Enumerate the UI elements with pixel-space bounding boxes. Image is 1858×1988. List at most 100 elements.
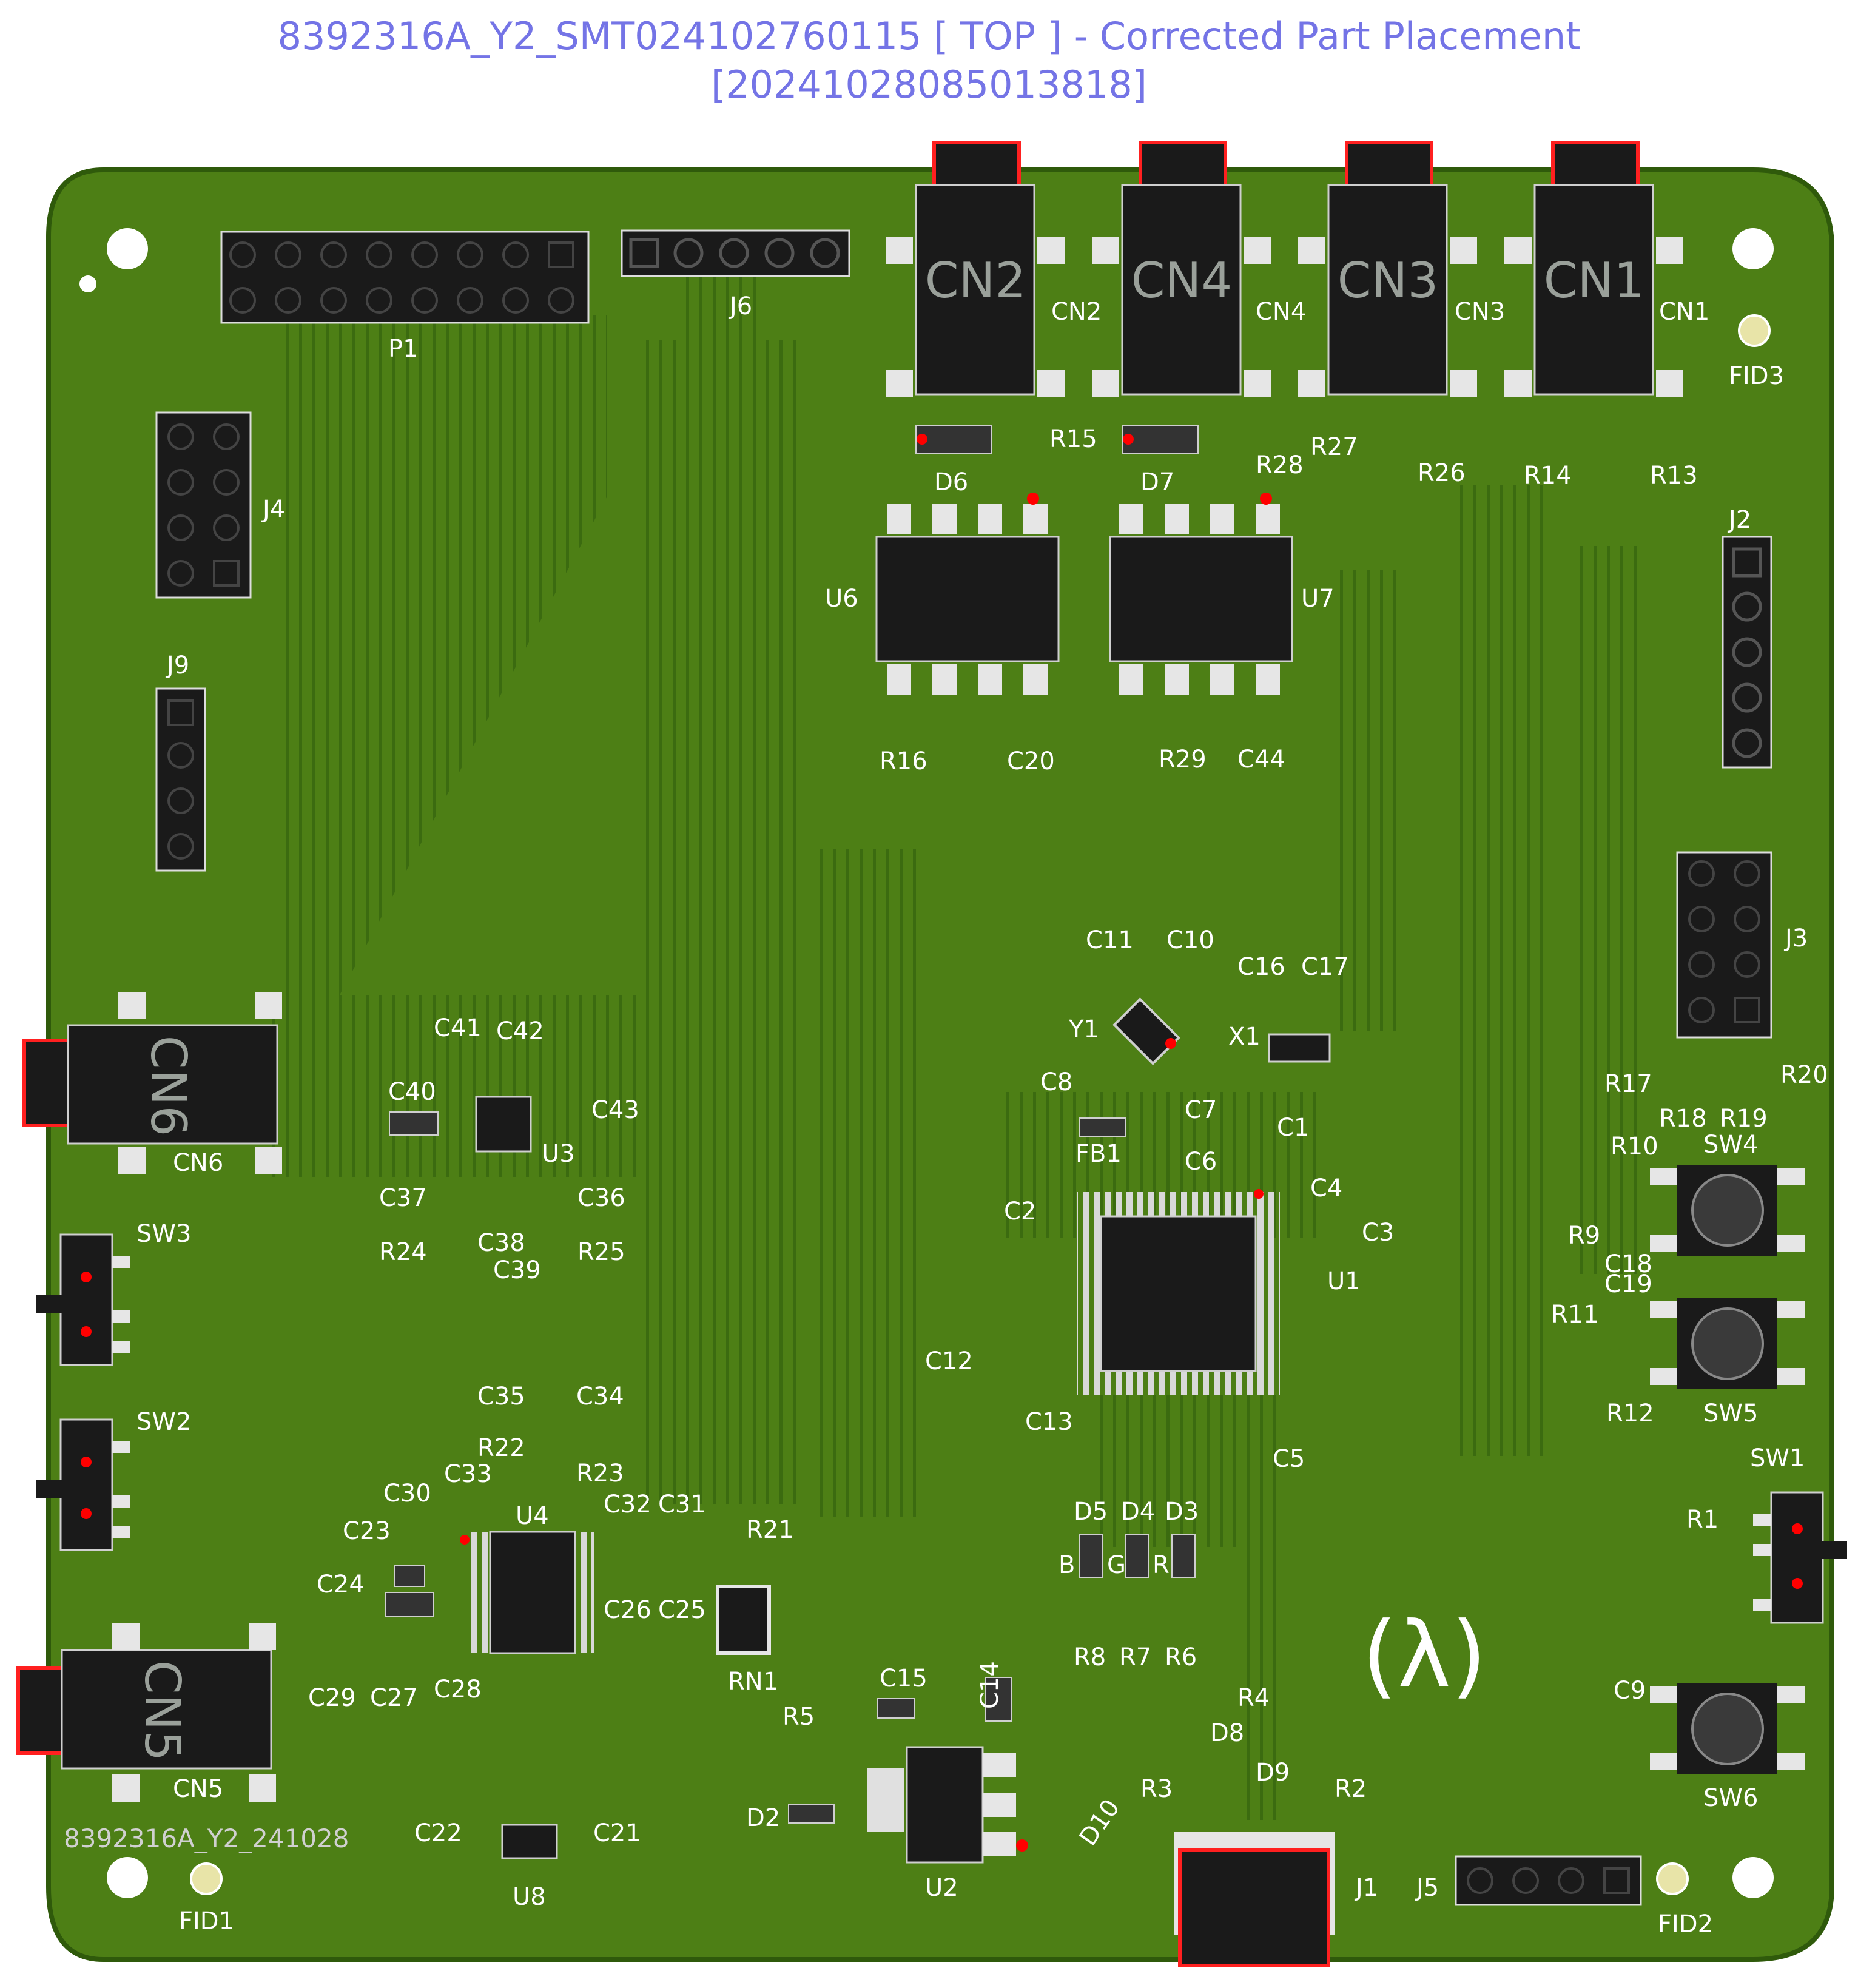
- label-fb1: FB1: [1075, 1140, 1122, 1168]
- label-sw3: SW3: [136, 1220, 191, 1248]
- label-r21: R21: [746, 1516, 794, 1544]
- passives: [385, 425, 1199, 1824]
- label-c18: C18: [1604, 1250, 1652, 1278]
- label-sw5: SW5: [1703, 1400, 1758, 1427]
- label-c35: C35: [477, 1383, 525, 1410]
- label-u6: U6: [825, 585, 858, 613]
- label-c37: C37: [379, 1184, 427, 1212]
- label-c28: C28: [434, 1676, 482, 1703]
- label-r2: R2: [1335, 1775, 1367, 1803]
- label-d4: D4: [1121, 1498, 1155, 1526]
- label-r18: R18: [1659, 1105, 1707, 1133]
- label-r1: R1: [1686, 1506, 1718, 1534]
- led-letter-b: B: [1059, 1551, 1075, 1579]
- label-cn4: CN4: [1256, 298, 1306, 326]
- tactile-switches: [1650, 1165, 1805, 1774]
- svg-text:CN4: CN4: [1131, 252, 1233, 309]
- label-fid3: FID3: [1729, 362, 1784, 390]
- label-j9: J9: [165, 652, 189, 679]
- ic-u2: [867, 1746, 1028, 1864]
- label-cn1: CN1: [1659, 298, 1709, 326]
- label-r11: R11: [1551, 1301, 1599, 1329]
- label-c17: C17: [1301, 953, 1349, 981]
- label-c6: C6: [1185, 1148, 1217, 1176]
- title-block: 8392316A_Y2_SMT024102760115 [ TOP ] - Co…: [0, 12, 1858, 109]
- label-r28: R28: [1256, 451, 1304, 479]
- label-c40: C40: [388, 1078, 436, 1106]
- diode-polarity-marks: [917, 434, 1134, 445]
- label-sw2: SW2: [136, 1408, 191, 1436]
- label-c8: C8: [1040, 1068, 1072, 1096]
- label-j2: J2: [1727, 506, 1751, 534]
- label-c10: C10: [1166, 926, 1214, 954]
- svg-text:CN3: CN3: [1338, 252, 1439, 309]
- label-r25: R25: [577, 1238, 625, 1266]
- label-c13: C13: [1025, 1408, 1073, 1436]
- header-j9: [155, 687, 206, 872]
- label-c44: C44: [1237, 746, 1285, 773]
- label-r9: R9: [1568, 1222, 1600, 1250]
- label-c4: C4: [1310, 1174, 1342, 1202]
- ic-u8: [501, 1824, 558, 1859]
- header-j4: [155, 411, 252, 599]
- label-rn1: RN1: [728, 1668, 778, 1696]
- label-j6: J6: [728, 292, 752, 320]
- label-j1: J1: [1354, 1874, 1378, 1902]
- slide-switches: [36, 1233, 1847, 1624]
- label-r27: R27: [1310, 433, 1358, 461]
- label-r13: R13: [1650, 462, 1698, 490]
- label-c9: C9: [1614, 1677, 1646, 1705]
- label-c29: C29: [308, 1684, 356, 1712]
- label-u3: U3: [542, 1140, 575, 1168]
- label-r6: R6: [1165, 1643, 1197, 1671]
- label-r26: R26: [1418, 459, 1466, 487]
- title-line-1: 8392316A_Y2_SMT024102760115 [ TOP ] - Co…: [277, 14, 1581, 58]
- label-c25: C25: [658, 1596, 706, 1624]
- trace-bundles: [267, 267, 1644, 1820]
- header-j2: [1722, 536, 1772, 769]
- board-silkscreen-code: 8392316A_Y2_241028: [64, 1824, 349, 1853]
- label-c38: C38: [477, 1229, 525, 1257]
- label-c34: C34: [576, 1383, 624, 1410]
- ic-u1-qfp: [1077, 1189, 1280, 1395]
- label-cn2: CN2: [1051, 298, 1102, 326]
- label-r10: R10: [1611, 1133, 1658, 1161]
- label-c36: C36: [577, 1184, 625, 1212]
- resistor-network-rn1: [716, 1585, 771, 1655]
- label-c27: C27: [370, 1684, 418, 1712]
- label-j4: J4: [261, 496, 285, 524]
- label-r20: R20: [1780, 1061, 1828, 1089]
- label-d8: D8: [1210, 1719, 1244, 1747]
- mounting-holes: [79, 228, 1774, 1898]
- label-c7: C7: [1185, 1096, 1217, 1124]
- label-u1: U1: [1327, 1267, 1361, 1295]
- label-c30: C30: [383, 1480, 431, 1508]
- label-r29: R29: [1159, 746, 1207, 773]
- label-d9: D9: [1256, 1759, 1290, 1787]
- part-labels: P1 J6 J4 J9 CN2 CN4 CN3 CN1 FID3 J2 J3 C…: [136, 292, 1828, 1938]
- label-c43: C43: [591, 1096, 639, 1124]
- led-letter-r: R: [1153, 1551, 1170, 1579]
- audio-jacks-top: CN2 CN4 CN3 CN1: [886, 141, 1683, 397]
- label-r12: R12: [1606, 1400, 1654, 1427]
- label-r24: R24: [379, 1238, 427, 1266]
- label-sw4: SW4: [1703, 1131, 1758, 1159]
- label-c24: C24: [317, 1571, 365, 1599]
- label-u2: U2: [925, 1874, 958, 1902]
- label-r4: R4: [1237, 1684, 1270, 1712]
- label-u7: U7: [1301, 585, 1335, 613]
- label-c33: C33: [444, 1460, 492, 1488]
- label-c5: C5: [1273, 1445, 1305, 1473]
- label-c39: C39: [493, 1256, 541, 1284]
- label-r22: R22: [477, 1434, 525, 1462]
- label-fid2: FID2: [1658, 1910, 1713, 1938]
- label-r5: R5: [783, 1703, 815, 1731]
- ic-u4: [460, 1531, 594, 1654]
- label-cn3: CN3: [1455, 298, 1505, 326]
- label-r15: R15: [1049, 425, 1097, 453]
- header-p1: [220, 231, 590, 324]
- label-c41: C41: [434, 1014, 482, 1042]
- label-fid1: FID1: [179, 1907, 234, 1935]
- header-j5: [1455, 1855, 1642, 1906]
- label-c26: C26: [604, 1596, 651, 1624]
